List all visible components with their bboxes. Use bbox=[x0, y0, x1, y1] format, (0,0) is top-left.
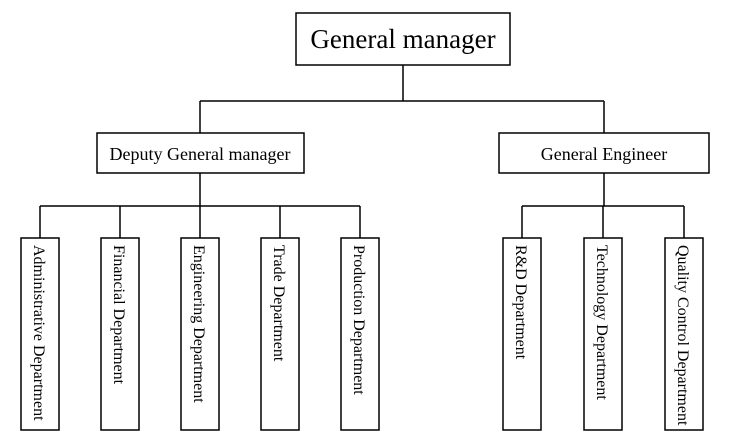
deputy-node: Deputy General manager bbox=[96, 132, 305, 174]
engineer-label: General Engineer bbox=[541, 144, 667, 164]
dept-label-production: Production Department bbox=[350, 245, 367, 395]
root-label: General manager bbox=[310, 24, 495, 54]
engineer-node: General Engineer bbox=[498, 132, 710, 174]
dept-label-trade: Trade Department bbox=[270, 245, 287, 362]
dept-label-technology: Technology Department bbox=[593, 245, 610, 400]
dept-node-rnd: R&D Department bbox=[502, 237, 542, 431]
dept-node-technology: Technology Department bbox=[583, 237, 623, 431]
dept-node-administrative: Administrative Department bbox=[20, 237, 60, 431]
dept-node-trade: Trade Department bbox=[260, 237, 300, 431]
dept-node-quality-control: Quality Control Department bbox=[664, 237, 704, 431]
dept-label-administrative: Administrative Department bbox=[30, 245, 47, 421]
dept-label-quality-control: Quality Control Department bbox=[674, 245, 691, 426]
dept-label-rnd: R&D Department bbox=[512, 245, 529, 360]
dept-label-engineering: Engineering Department bbox=[190, 245, 207, 403]
deputy-label: Deputy General manager bbox=[110, 144, 291, 164]
dept-label-financial: Financial Department bbox=[110, 245, 127, 385]
dept-node-financial: Financial Department bbox=[100, 237, 140, 431]
dept-node-engineering: Engineering Department bbox=[180, 237, 220, 431]
dept-node-production: Production Department bbox=[340, 237, 380, 431]
connectors bbox=[39, 65, 685, 238]
root-node: General manager bbox=[295, 12, 511, 66]
